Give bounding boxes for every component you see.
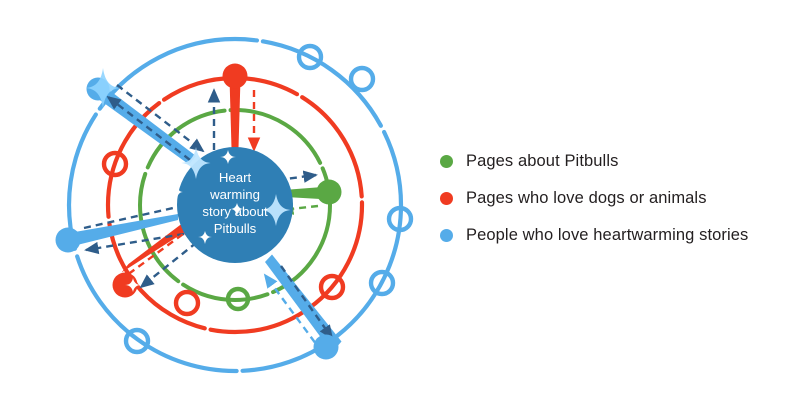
sparkle-node-blue-upper-left [84, 68, 122, 108]
outer-ring-blue [66, 36, 404, 374]
diagram-canvas: Heart warming story about Pitbulls [55, 36, 414, 374]
sparkle-center-upper-left [180, 147, 212, 179]
network-diagram: Heart warming story about Pitbulls [55, 36, 414, 374]
dashed-arrow-out-left [84, 230, 197, 255]
legend-label-green: Pages about Pitbulls [466, 152, 619, 170]
center-label: Heart warming story about Pitbulls [202, 170, 268, 236]
legend: Pages about Pitbulls Pages who love dogs… [440, 143, 790, 254]
hollow-node-blue-lower-right[interactable] [368, 269, 396, 297]
legend-label-red: Pages who love dogs or animals [466, 189, 707, 207]
legend-item-people-love-stories[interactable]: People who love heartwarming stories [440, 217, 790, 254]
hollow-node-group [101, 43, 414, 355]
sparkle-center-mid [230, 203, 244, 216]
center-label-line-3: story about [202, 204, 268, 219]
spoke-blue-left [69, 214, 178, 247]
dashed-arrow-in-lower-right [263, 273, 323, 353]
hollow-node-red-bottom[interactable] [173, 289, 201, 317]
dashed-arrow-out-upper-left [106, 95, 191, 161]
center-label-line-4: Pitbulls [214, 221, 257, 236]
sparkle-node-red-lower-left [125, 278, 141, 292]
center-label-line-2: warming [209, 187, 260, 202]
dashed-arrow-in-lower-left [118, 224, 196, 282]
sparkle-group [84, 68, 292, 292]
dashed-arrow-in-upper-left [116, 84, 205, 153]
hollow-node-red-upper-left[interactable] [101, 150, 129, 178]
sparkle-center-left [171, 186, 183, 198]
hollow-node-blue-top-right-2[interactable] [348, 65, 376, 93]
hollow-node-blue-bottom-left[interactable] [123, 327, 151, 355]
hollow-node-green-bottom[interactable] [225, 286, 251, 312]
legend-swatch-red [440, 192, 453, 205]
hollow-node-blue-top-right-1[interactable] [296, 43, 324, 71]
sparkle-center-top [220, 150, 236, 164]
legend-swatch-green [440, 155, 453, 168]
dashed-arrow-out-lower-right [280, 265, 334, 340]
node-blue-left[interactable] [55, 227, 81, 253]
hollow-node-red-lower-right[interactable] [318, 273, 346, 301]
sparkle-center-lower [198, 231, 212, 244]
sparkle-center-right [260, 194, 292, 226]
spoke-red-top [229, 78, 241, 148]
node-red-top[interactable] [222, 63, 248, 89]
legend-swatch-blue [440, 229, 453, 242]
node-blue-lower-right[interactable] [313, 334, 339, 360]
hollow-node-blue-right[interactable] [386, 205, 414, 233]
legend-item-pages-love-dogs[interactable]: Pages who love dogs or animals [440, 180, 790, 217]
node-green-right[interactable] [316, 179, 342, 205]
legend-label-blue: People who love heartwarming stories [466, 226, 749, 244]
legend-item-pages-about-pitbulls[interactable]: Pages about Pitbulls [440, 143, 790, 180]
dashed-arrow-in-right [279, 202, 319, 215]
center-label-line-1: Heart [219, 170, 252, 185]
